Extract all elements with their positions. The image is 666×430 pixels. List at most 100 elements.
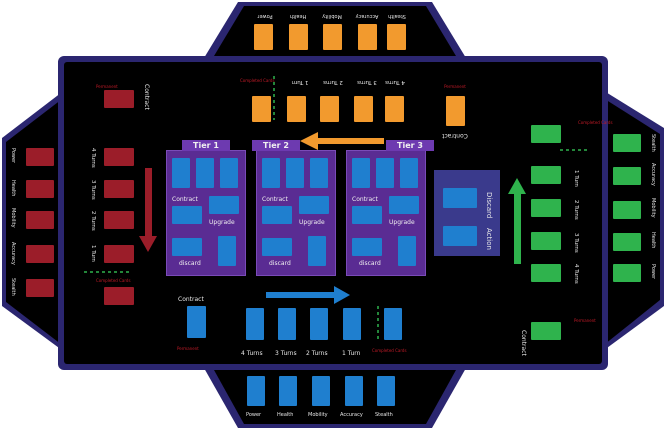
tier-2-card[interactable]: [308, 236, 326, 266]
tier-1-card[interactable]: [172, 158, 190, 188]
action-label: Action: [485, 228, 493, 250]
tier-2-contract-card[interactable]: [262, 206, 292, 224]
red-contract-card[interactable]: [104, 90, 134, 108]
stat-card-health[interactable]: [289, 24, 308, 50]
tier-2-card[interactable]: [286, 158, 304, 188]
stat-card-power[interactable]: [254, 24, 273, 50]
orange-track-4turns[interactable]: [385, 96, 404, 122]
blue-stat-accuracy[interactable]: [345, 376, 363, 406]
action-discard-card[interactable]: [443, 188, 477, 208]
blue-permanent-label: Permanent: [177, 346, 199, 351]
blue-track-4turns[interactable]: [246, 308, 264, 340]
action-card[interactable]: [443, 226, 477, 246]
red-stat-health[interactable]: [26, 180, 54, 198]
tier-1-contract-card[interactable]: [172, 206, 202, 224]
tier-2-card[interactable]: [262, 158, 280, 188]
red-track-4turns[interactable]: [104, 148, 134, 166]
red-track-3turns[interactable]: [104, 180, 134, 198]
tier-1-card[interactable]: [196, 158, 214, 188]
blue-stat-health[interactable]: [279, 376, 297, 406]
orange-track-wave[interactable]: [252, 96, 271, 122]
green-track-wave[interactable]: [531, 125, 561, 143]
stat-label-health: Health: [289, 13, 307, 19]
green-label-mobility: Mobility: [650, 198, 656, 218]
blue-stat-power[interactable]: [247, 376, 265, 406]
red-permanent-label: Permanent: [96, 84, 118, 89]
tier-1-card[interactable]: [218, 236, 236, 266]
orange-contract-card[interactable]: [446, 96, 465, 126]
stat-card-stealth[interactable]: [387, 24, 406, 50]
green-arrow: [508, 178, 526, 264]
red-track-wave[interactable]: [104, 287, 134, 305]
tier-3-contract-card[interactable]: [352, 206, 382, 224]
blue-arrow: [266, 286, 350, 304]
red-stat-stealth[interactable]: [26, 279, 54, 297]
tier-3-card[interactable]: [352, 158, 370, 188]
blue-track-1turn[interactable]: [343, 308, 361, 340]
green-track-3turns[interactable]: [531, 232, 561, 250]
green-contract-card[interactable]: [531, 322, 561, 340]
green-track-1turn[interactable]: [531, 166, 561, 184]
green-stat-health[interactable]: [613, 233, 641, 251]
blue-track-wave[interactable]: [384, 308, 402, 340]
red-stat-accuracy[interactable]: [26, 245, 54, 263]
blue-track-2turns[interactable]: [310, 308, 328, 340]
red-track-2turns[interactable]: [104, 211, 134, 229]
tier-1-card[interactable]: [220, 158, 238, 188]
tier-1-upgrade-card[interactable]: [209, 196, 239, 214]
tier-1-discard-card[interactable]: [172, 238, 202, 256]
green-stat-power[interactable]: [613, 264, 641, 282]
red-contract-label: Contract: [143, 84, 150, 110]
tier-3-upgrade-card[interactable]: [389, 196, 419, 214]
tier-3-tab: Tier 3: [386, 140, 434, 151]
orange-track-1turn[interactable]: [287, 96, 306, 122]
blue-label-mobility: Mobility: [308, 412, 328, 418]
green-stat-stealth[interactable]: [613, 134, 641, 152]
tier-3-card[interactable]: [376, 158, 394, 188]
green-label-stealth: Stealth: [650, 134, 656, 152]
blue-turn-1: 1 Turn: [342, 350, 361, 357]
red-stat-power[interactable]: [26, 148, 54, 166]
orange-turn-1: 1 Turn: [291, 79, 309, 85]
blue-stat-mobility[interactable]: [312, 376, 330, 406]
orange-turn-3: 3 Turns: [357, 79, 377, 85]
green-track-4turns[interactable]: [531, 264, 561, 282]
red-track-1turn[interactable]: [104, 245, 134, 263]
tier-3-card[interactable]: [398, 236, 416, 266]
red-label-health: Health: [10, 180, 16, 197]
red-turn-2: 2 Turns: [90, 211, 96, 231]
blue-stat-stealth[interactable]: [377, 376, 395, 406]
blue-contract-card[interactable]: [187, 306, 206, 338]
red-turn-1: 1 Turn: [90, 245, 96, 262]
tier-3-card[interactable]: [400, 158, 418, 188]
green-label-health: Health: [650, 232, 656, 249]
red-stat-mobility[interactable]: [26, 211, 54, 229]
orange-permanent-label: Permanent: [444, 84, 466, 89]
blue-label-accuracy: Accuracy: [340, 412, 363, 418]
green-turn-1: 1 Turn: [573, 170, 579, 187]
green-stat-mobility[interactable]: [613, 201, 641, 219]
tier-2-upgrade-card[interactable]: [299, 196, 329, 214]
stat-card-mobility[interactable]: [323, 24, 342, 50]
green-stat-accuracy[interactable]: [613, 167, 641, 185]
orange-track-3turns[interactable]: [354, 96, 373, 122]
tier-3-discard-card[interactable]: [352, 238, 382, 256]
stat-label-accuracy: Accuracy: [355, 13, 379, 19]
tier-2-card[interactable]: [310, 158, 328, 188]
blue-track-3turns[interactable]: [278, 308, 296, 340]
green-track-2turns[interactable]: [531, 199, 561, 217]
red-turn-4: 4 Turns: [90, 148, 96, 168]
tier-2-discard-label: discard: [269, 260, 291, 267]
blue-contract-label: Contract: [178, 296, 204, 303]
blue-wave-timer-label: Completed Cards: [372, 348, 407, 353]
green-label-power: Power: [650, 264, 656, 280]
tier-2-discard-card[interactable]: [262, 238, 292, 256]
orange-track-2turns[interactable]: [320, 96, 339, 122]
blue-label-power: Power: [246, 412, 262, 418]
green-turn-3: 3 Turns: [573, 233, 579, 253]
stat-card-accuracy[interactable]: [358, 24, 377, 50]
orange-wave-timer-label: Completed Cards: [240, 78, 275, 83]
stat-label-power: Power: [257, 13, 273, 19]
tier-2-tab: Tier 2: [252, 140, 300, 151]
